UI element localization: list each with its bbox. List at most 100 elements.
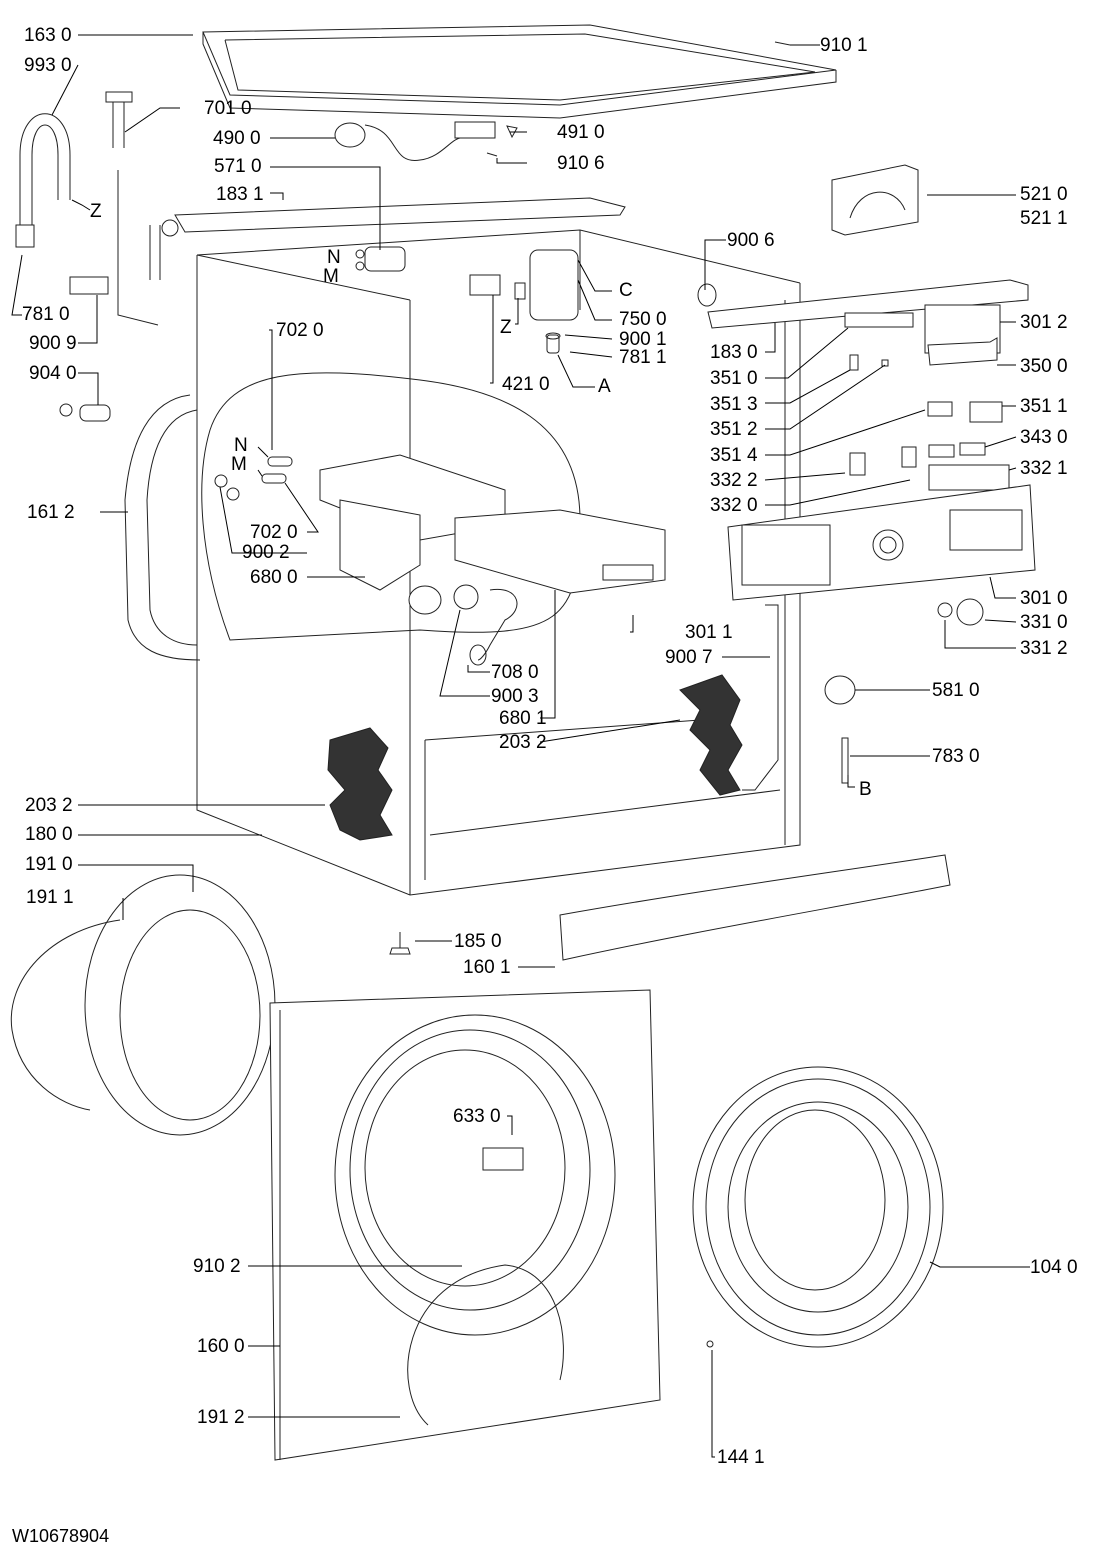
key-part-2 [901,446,917,468]
part-label: 701 0 [204,98,252,119]
part-label: 708 0 [491,662,539,683]
button-holder-part [969,401,1003,423]
insulation-pad-part-2 [327,727,393,841]
part-label: 104 0 [1030,1257,1078,1278]
part-label: 343 0 [1020,427,1068,448]
insulation-pad-part [679,674,743,796]
button-strip-part [844,312,914,328]
knob-part [956,598,984,626]
part-label: N [234,435,248,456]
part-label: 351 1 [1020,396,1068,417]
part-label: 185 0 [454,931,502,952]
clamp-part [697,283,717,307]
part-label: A [598,376,611,397]
part-label: 331 2 [1020,638,1068,659]
part-label: 301 1 [685,622,733,643]
part-label: 904 0 [29,363,77,384]
door-lock-part [482,1147,524,1171]
lever-part [849,354,859,371]
part-label: 191 0 [25,854,73,875]
part-label: 161 2 [27,502,75,523]
part-label: 203 2 [25,795,73,816]
part-label: 332 0 [710,495,758,516]
hose-clip-part [69,276,109,295]
top-rail-part [174,197,626,233]
pressure-chamber-part [469,249,579,354]
part-label: 351 3 [710,394,758,415]
clamp-ring-part-2 [226,487,240,501]
bellows-hose-part [477,588,518,661]
door-seal-part [10,874,276,1136]
part-label: 900 3 [491,686,539,707]
led-block-part [927,401,953,417]
part-label: 571 0 [214,156,262,177]
part-label: 521 0 [1020,184,1068,205]
shock-absorber-part [59,403,111,422]
door-gasket-inner [146,409,198,646]
part-label: 783 0 [932,746,980,767]
part-label: B [859,779,872,800]
part-label: 144 1 [717,1447,765,1468]
part-label: 191 2 [197,1407,245,1428]
top-cover-part [202,24,837,119]
drain-hose-part [15,113,71,248]
part-label: Z [90,201,102,222]
part-label: 183 1 [216,184,264,205]
part-label: 183 0 [710,342,758,363]
screw-part [706,1340,714,1348]
part-label: 351 0 [710,368,758,389]
leader-lines [11,34,1030,1458]
wiring-bracket-part [742,604,779,791]
display-part [928,442,986,458]
part-label: 581 0 [932,680,980,701]
spring-part [881,359,889,367]
pcb-part [927,337,998,366]
part-label: 900 7 [665,647,713,668]
part-label: 332 2 [710,470,758,491]
part-label: 301 2 [1020,312,1068,333]
part-label: 680 1 [499,708,547,729]
part-label: 160 1 [463,957,511,978]
document-code: W10678904 [12,1526,110,1546]
part-label: 350 0 [1020,356,1068,377]
part-label: C [619,280,633,301]
water-valve-part [355,246,406,272]
part-label: 180 0 [25,824,73,845]
part-label: 900 9 [29,333,77,354]
pipe-m-part [261,473,287,484]
control-panel-part [727,484,1036,601]
part-label: 910 1 [820,35,868,56]
part-label: 191 1 [26,887,74,908]
hose-clamp-part [453,584,479,610]
part-label: 993 0 [24,55,72,76]
part-label: 332 1 [1020,458,1068,479]
part-label: 900 1 [619,329,667,350]
dispenser-drawer-part [454,509,666,594]
part-label: 680 0 [250,567,298,588]
part-label: M [323,266,339,287]
part-label: 781 1 [619,347,667,368]
pipe-n-part [267,456,293,467]
part-label: 203 2 [499,732,547,753]
part-label: 301 0 [1020,588,1068,609]
part-label: 900 6 [727,230,775,251]
hose-end-part [469,644,487,666]
electronic-module-part [831,164,919,236]
part-label: 351 4 [710,445,758,466]
part-label: 421 0 [502,374,550,395]
part-label: 781 0 [22,304,70,325]
adjustable-foot-part [389,932,411,955]
knob-insert-part [937,602,953,618]
tube-part [841,737,849,784]
part-label: 163 0 [24,25,72,46]
door-assembly-part [692,1066,944,1348]
part-label: 633 0 [453,1106,501,1127]
plinth-part [559,854,951,961]
part-label: M [231,454,247,475]
front-panel-part [269,989,661,1461]
hose-part [105,91,179,326]
clamp-ring-part [214,474,228,488]
part-label: N [327,247,341,268]
part-label: 160 0 [197,1336,245,1357]
door-gasket-part [124,394,201,661]
